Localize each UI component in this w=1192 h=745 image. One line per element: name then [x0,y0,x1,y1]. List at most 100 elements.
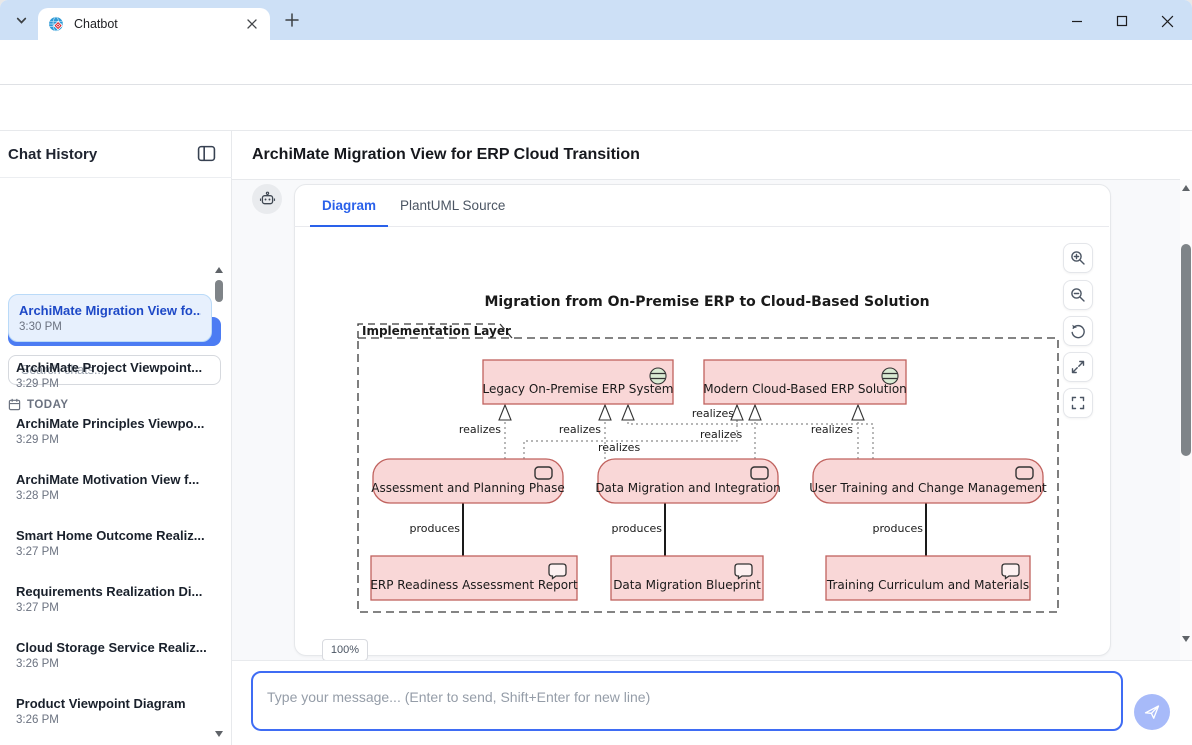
node-legacy-erp[interactable]: Legacy On-Premise ERP System [482,359,674,405]
work-package-icon [534,466,553,480]
work-package-icon [1015,466,1034,480]
chat-history-item[interactable]: ArchiMate Motivation View f... 3:28 PM [8,472,212,502]
chat-item-time: 3:27 PM [16,602,59,614]
chat-item-title: Requirements Realization Di... [16,584,203,599]
svg-text:produces: produces [612,522,663,535]
vp-favicon-icon [49,16,63,31]
node-modern-erp[interactable]: Modern Cloud-Based ERP Solution [703,359,907,405]
svg-text:realizes: realizes [692,407,734,420]
page-scrollbar[interactable] [1180,180,1192,660]
reset-view-button[interactable] [1063,316,1093,346]
node-user-training[interactable]: User Training and Change Management [809,458,1047,504]
node-migration-blueprint[interactable]: Data Migration Blueprint [610,555,764,601]
chat-item-title: Cloud Storage Service Realiz... [16,640,207,655]
today-label: TODAY [27,398,69,411]
paper-plane-icon [1144,705,1160,719]
browser-toolbar: ai-toolbox.visual-paradigm.com/app/chatb… [0,40,1192,119]
work-package-icon [750,466,769,480]
tab-diagram[interactable]: Diagram [310,185,389,227]
window-minimize-button[interactable] [1066,10,1088,32]
tab-search-chevron-icon[interactable] [10,9,32,31]
svg-text:produces: produces [410,522,461,535]
browser-tabstrip: Chatbot [0,0,1192,40]
collapse-sidebar-icon[interactable] [197,144,216,163]
chat-item-title: Product Viewpoint Diagram [16,696,186,711]
browser-tab-active[interactable]: Chatbot [38,8,270,40]
send-button[interactable] [1134,694,1170,730]
scroll-down-icon[interactable] [1182,636,1190,642]
deliverable-icon [548,563,567,580]
chat-item-title: ArchiMate Project Viewpoint... [16,360,203,375]
group-border [357,337,1059,613]
node-label: Assessment and Planning Phase [371,481,565,495]
sidebar-scroll-up-icon[interactable] [215,267,223,273]
tab-plantuml-source[interactable]: PlantUML Source [400,198,506,213]
search-chats-input[interactable] [8,355,221,385]
node-label: Modern Cloud-Based ERP Solution [703,382,907,396]
chat-history-item-selected[interactable]: ArchiMate Migration View fo... 3:30 PM [8,294,212,342]
realization-arrowheads [498,403,865,421]
chat-item-title: ArchiMate Principles Viewpo... [16,416,205,431]
fit-expand-button[interactable] [1063,352,1093,382]
chat-history-item[interactable]: ArchiMate Principles Viewpo... 3:29 PM [8,416,212,446]
chat-history-item[interactable]: Requirements Realization Di... 3:27 PM [8,584,212,614]
chat-item-time: 3:27 PM [16,546,59,558]
svg-text:realizes: realizes [459,423,501,436]
chat-item-time: 3:26 PM [16,658,59,670]
chat-history-sidebar: Chat History New Chat TODAY ArchiMate Mi… [0,131,232,745]
chat-item-title: Smart Home Outcome Realiz... [16,528,205,543]
chat-history-item[interactable]: Cloud Storage Service Realiz... 3:26 PM [8,640,212,670]
node-label: Legacy On-Premise ERP System [483,382,674,396]
svg-text:realizes: realizes [559,423,601,436]
group-label: Implementation Layer [362,324,511,338]
sidebar-scroll-down-icon[interactable] [215,731,223,737]
fullscreen-button[interactable] [1063,388,1093,418]
produces-labels: produces produces produces [410,522,924,535]
node-label: Training Curriculum and Materials [826,578,1029,592]
tab-title: Chatbot [74,17,118,31]
deliverable-icon [734,563,753,580]
zoom-in-button[interactable] [1063,243,1093,273]
svg-text:produces: produces [873,522,924,535]
diagram-tabs: Diagram PlantUML Source [294,185,1109,227]
message-input[interactable] [251,671,1123,731]
node-data-migration[interactable]: Data Migration and Integration [595,458,781,504]
node-assessment-phase[interactable]: Assessment and Planning Phase [371,458,565,504]
produces-edges [462,503,927,556]
sidebar-scrollbar-thumb[interactable] [215,280,223,302]
chat-item-time: 3:28 PM [16,490,59,502]
tab-close-icon[interactable] [243,16,260,33]
node-label: Data Migration and Integration [595,481,780,495]
today-section-header: TODAY [8,398,69,411]
chat-item-title: ArchiMate Migration View fo... [19,303,201,318]
chat-item-time: 3:29 PM [16,434,59,446]
deliverable-icon [1001,563,1020,580]
robot-icon [259,191,275,204]
node-label: User Training and Change Management [809,481,1047,495]
conversation-titlebar [232,131,1180,180]
page-scrollbar-thumb[interactable] [1181,244,1191,456]
conversation-title: ArchiMate Migration View for ERP Cloud T… [252,146,640,163]
chat-history-item[interactable]: Smart Home Outcome Realiz... 3:27 PM [8,528,212,558]
sidebar-divider [0,177,232,178]
zoom-level-badge[interactable]: 100% [322,639,368,661]
realizes-edges [504,420,874,459]
bot-avatar [252,184,282,214]
group-label-border [357,323,513,339]
window-maximize-button[interactable] [1111,10,1133,32]
chat-history-item[interactable]: Product Viewpoint Diagram 3:26 PM [8,696,212,726]
calendar-icon [8,398,21,411]
scroll-up-icon[interactable] [1182,185,1190,191]
node-training-materials[interactable]: Training Curriculum and Materials [825,555,1031,601]
new-tab-button[interactable] [282,10,302,30]
zoom-out-button[interactable] [1063,280,1093,310]
archimate-diagram[interactable]: Migration from On-Premise ERP to Cloud-B… [353,285,1063,625]
realizes-labels: realizes realizes realizes realizes real… [459,407,853,454]
svg-text:realizes: realizes [811,423,853,436]
window-close-button[interactable] [1156,10,1178,32]
chat-item-time: 3:30 PM [19,321,62,333]
app-header: Chatbot Powered by Visual Paradigm More … [0,85,1192,210]
chat-history-item[interactable]: ArchiMate Project Viewpoint... 3:29 PM [8,360,212,390]
node-readiness-report[interactable]: ERP Readiness Assessment Report [370,555,578,601]
